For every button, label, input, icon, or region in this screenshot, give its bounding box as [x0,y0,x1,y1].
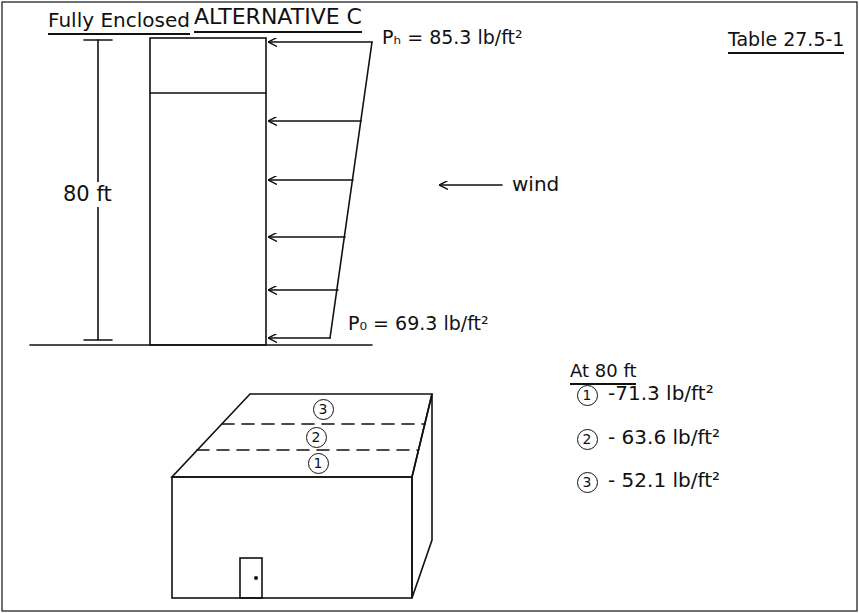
floor-line [150,92,266,94]
dimension-tick [84,339,112,341]
dimension-tick [84,39,112,41]
reference-note: Table 27.5-1 [728,28,844,54]
door [240,558,262,598]
heading-text: Fully Enclosed [48,8,190,35]
pressure-label: Pₕ = 85.3 lb/ft² [382,26,523,49]
zone-boundary [222,423,425,425]
dimension-label: 80 ft [60,182,115,207]
door-knob [254,576,258,580]
zone-number-circle: 1 [308,453,329,474]
wind-label: wind [512,172,559,196]
zone-number-circle: 2 [577,429,598,450]
zone-number-circle: 3 [577,472,598,493]
pressure-value: - 63.6 lb/ft² [608,425,720,449]
zone-number: 1 [583,388,592,402]
building-elevation [150,38,266,345]
pressure-value: -71.3 lb/ft² [608,381,714,405]
section-heading: At 80 ft [570,360,636,385]
pressure-value: - 52.1 lb/ft² [608,468,720,492]
front-face [172,477,412,598]
pressure-arrow [269,236,345,238]
zone-number: 2 [583,432,592,446]
pressure-label: P₀ = 69.3 lb/ft² [348,312,489,335]
ground-line [30,344,372,346]
zone-number-circle: 1 [577,385,598,406]
wind-arrow [440,184,502,186]
pressure-arrow [269,41,372,43]
zone-number: 3 [583,475,592,489]
pressure-profile [330,42,372,338]
roof-face [172,394,432,477]
zone-number: 1 [314,456,323,470]
heading-text: ALTERNATIVE C [194,4,362,33]
zone-number: 3 [319,402,328,416]
zone-number: 2 [312,430,321,444]
pressure-arrow [269,120,361,122]
zone-boundary [197,449,418,451]
pressure-arrow [269,337,330,339]
zone-number-circle: 3 [313,399,334,420]
pressure-arrow [269,179,353,181]
pressure-arrow [269,289,338,291]
zone-number-circle: 2 [306,427,327,448]
